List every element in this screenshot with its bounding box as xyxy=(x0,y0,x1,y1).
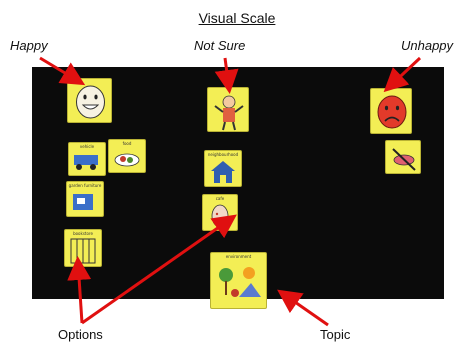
label-options: Options xyxy=(58,327,103,342)
shrug-person-icon xyxy=(214,95,244,131)
happy-face-icon xyxy=(76,85,105,119)
crossed-mouth-card xyxy=(385,140,421,174)
card-caption: garden furniture xyxy=(68,183,102,188)
food-icon xyxy=(114,153,140,167)
cafe-icon xyxy=(211,204,229,228)
garden-furniture-icon xyxy=(73,194,93,210)
bookstore-icon xyxy=(70,238,96,264)
card-caption: neighbourhood xyxy=(207,152,239,157)
card-caption: environment xyxy=(225,254,252,259)
label-topic: Topic xyxy=(320,327,351,342)
environment-icon xyxy=(219,267,261,297)
unhappy-face-icon xyxy=(377,95,407,129)
visual-scale-title: Visual Scale xyxy=(198,10,276,26)
unhappy-face-card xyxy=(370,88,412,134)
card-caption: vehicle xyxy=(79,144,95,149)
option-card-cafe: cafe xyxy=(202,194,238,231)
label-happy: Happy xyxy=(10,38,48,53)
option-card-garden-furniture: garden furniture xyxy=(66,181,104,217)
label-not-sure: Not Sure xyxy=(194,38,246,53)
vehicle-icon xyxy=(74,155,98,170)
not-sure-card xyxy=(207,87,249,132)
label-unhappy: Unhappy xyxy=(401,38,454,53)
topic-card-environment: environment xyxy=(210,252,267,309)
option-card-bookstore: bookstore xyxy=(64,229,102,267)
card-caption: food xyxy=(122,141,132,146)
option-card-vehicle: vehicle xyxy=(68,142,106,176)
crossed-mouth-icon xyxy=(392,148,416,171)
option-card-neighbourhood: neighbourhood xyxy=(204,150,242,187)
option-card-food: food xyxy=(108,139,146,173)
card-caption: cafe xyxy=(215,196,225,201)
house-icon xyxy=(211,161,235,183)
happy-face-card xyxy=(67,78,112,123)
